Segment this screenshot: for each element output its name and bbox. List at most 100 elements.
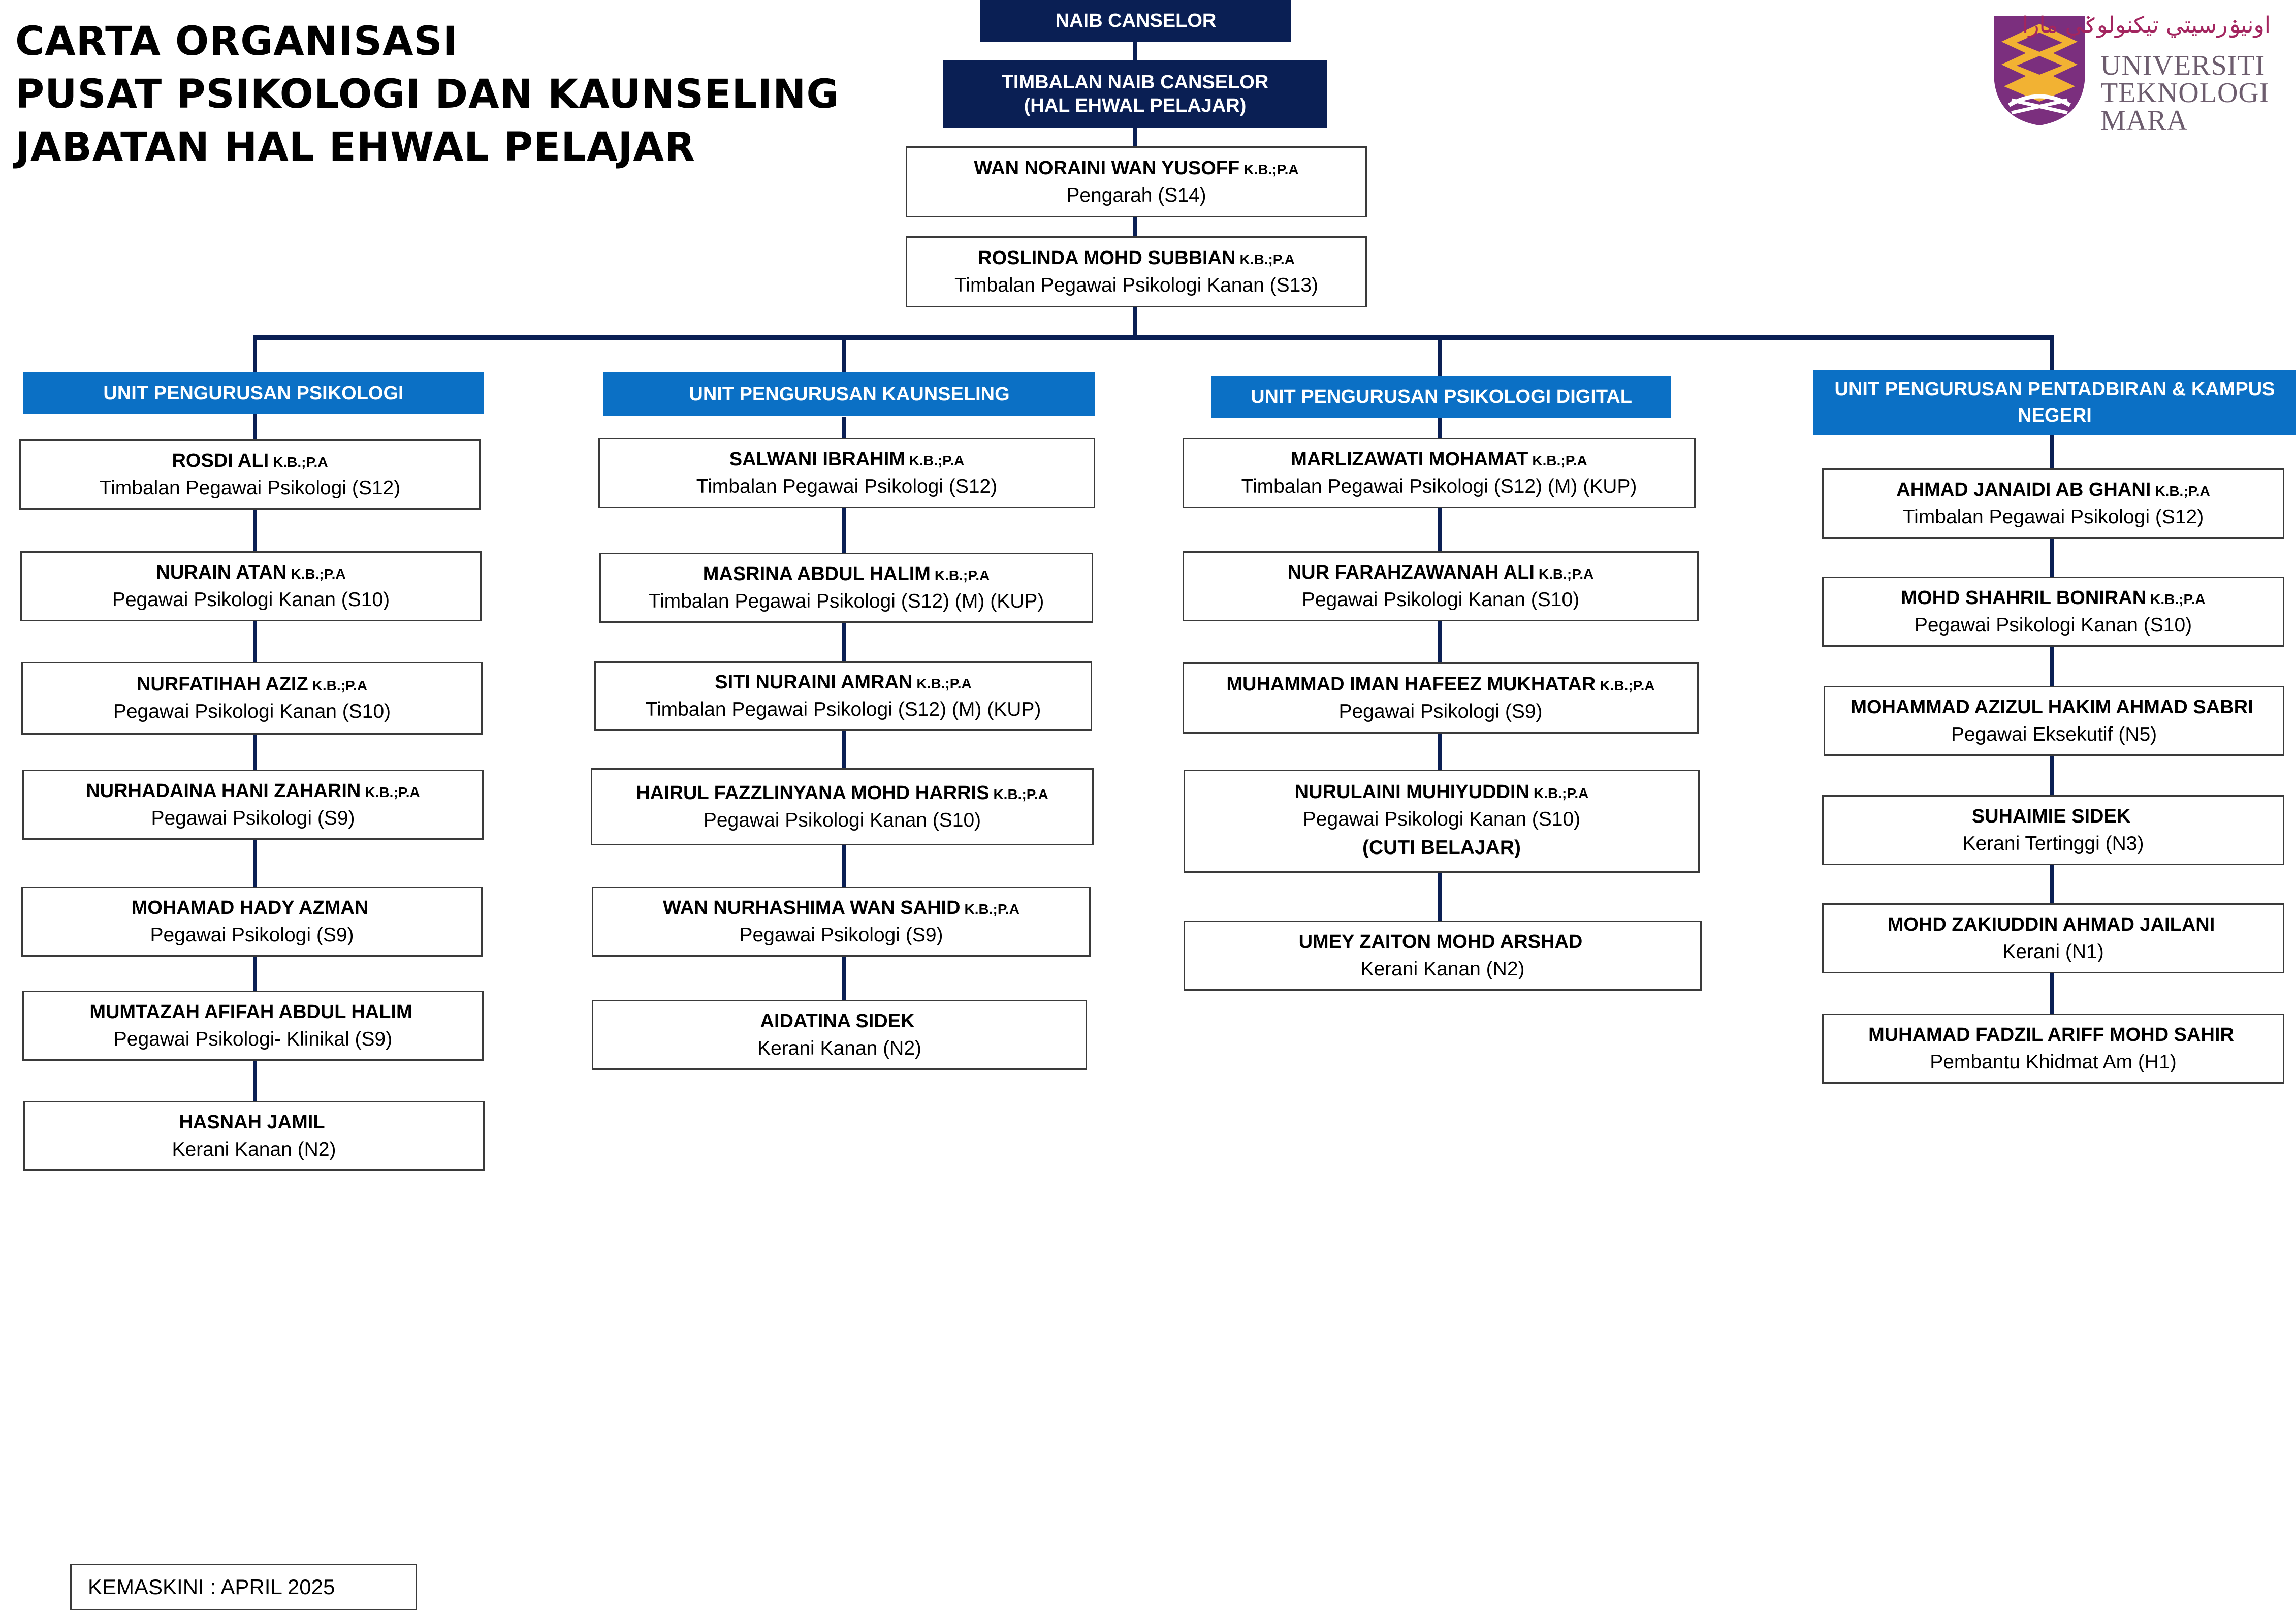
staff-post: Timbalan Pegawai Psikologi (S12) [99, 477, 401, 499]
staff-post: Kerani Kanan (N2) [172, 1138, 336, 1160]
staff-post: Kerani (N1) [2002, 940, 2104, 963]
staff-box: MUMTAZAH AFIFAH ABDUL HALIM Pegawai Psik… [22, 991, 484, 1061]
unit-title: UNIT PENGURUSAN PSIKOLOGI DIGITAL [1251, 386, 1632, 407]
title-line-2: PUSAT PSIKOLOGI DAN KAUNSELING [15, 72, 840, 117]
staff-box: MOHD ZAKIUDDIN AHMAD JAILANI Kerani (N1) [1822, 903, 2284, 973]
staff-tag: K.B.;P.A [291, 565, 346, 582]
staff-post: Kerani Tertinggi (N3) [1962, 832, 2144, 855]
staff-name: HAIRUL FAZZLINYANA MOHD HARRIS [636, 782, 990, 804]
staff-name: NUR FARAHZAWANAH ALI [1287, 561, 1535, 583]
staff-post: Pegawai Psikologi Kanan (S10) [1302, 808, 1581, 830]
staff-name: MOHD SHAHRIL BONIRAN [1901, 587, 2147, 609]
staff-post: Pegawai Psikologi (S9) [1338, 700, 1543, 722]
staff-post: Timbalan Pegawai Psikologi (S12) [1902, 505, 2204, 528]
title-line-3: JABATAN HAL EHWAL PELAJAR [15, 124, 695, 170]
staff-post: Pegawai Psikologi Kanan (S10) [112, 588, 390, 611]
staff-box: HASNAH JAMIL Kerani Kanan (N2) [23, 1101, 485, 1171]
staff-post: Pegawai Eksekutif (N5) [1951, 723, 2157, 745]
unit-header-pentadbiran: UNIT PENGURUSAN PENTADBIRAN & KAMPUS NEG… [1813, 370, 2296, 435]
staff-name: UMEY ZAITON MOHD ARSHAD [1298, 931, 1583, 953]
staff-post: Timbalan Pegawai Psikologi (S12) (M) (KU… [645, 698, 1041, 720]
staff-post: Pengarah (S14) [1066, 184, 1206, 206]
staff-box: MUHAMAD FADZIL ARIFF MOHD SAHIR Pembantu… [1822, 1014, 2284, 1084]
staff-box: UMEY ZAITON MOHD ARSHAD Kerani Kanan (N2… [1184, 921, 1702, 991]
last-updated-label: KEMASKINI : APRIL 2025 [88, 1575, 335, 1599]
naib-canselor-box: NAIB CANSELOR [980, 0, 1291, 42]
staff-name: NURFATIHAH AZIZ [136, 674, 308, 695]
unit-title: UNIT PENGURUSAN PSIKOLOGI [103, 383, 404, 404]
staff-post: Timbalan Pegawai Psikologi (S12) [696, 475, 998, 497]
uitm-logo: اونيۏرسيتي تيكنولوݢي مارا UNIVERSITI TEK… [1989, 11, 2278, 135]
staff-name: HASNAH JAMIL [179, 1111, 325, 1133]
connector-line [253, 335, 257, 373]
staff-name: MUMTAZAH AFIFAH ABDUL HALIM [89, 1001, 412, 1023]
staff-post: Pegawai Psikologi Kanan (S10) [703, 809, 981, 831]
staff-post: Timbalan Pegawai Psikologi Kanan (S13) [954, 274, 1319, 296]
logo-line-3: MARA [2100, 105, 2188, 136]
staff-tag: K.B.;P.A [312, 678, 368, 693]
staff-tag: K.B.;P.A [365, 784, 420, 800]
staff-tag: K.B.;P.A [934, 567, 990, 583]
staff-tag: K.B.;P.A [1600, 677, 1655, 693]
staff-name: NURULAINI MUHIYUDDIN [1294, 781, 1529, 803]
staff-name: NURAIN ATAN [156, 561, 287, 583]
staff-name: ROSDI ALI [172, 450, 269, 471]
chart-title: CARTA ORGANISASI PUSAT PSIKOLOGI DAN KAU… [15, 15, 839, 174]
timbalan-naib-canselor-line-2: (HAL EHWAL PELAJAR) [1024, 95, 1247, 116]
staff-tag: K.B.;P.A [1532, 452, 1587, 468]
unit-header-psikologi-digital: UNIT PENGURUSAN PSIKOLOGI DIGITAL [1211, 376, 1671, 418]
staff-post: Pegawai Psikologi (S9) [739, 924, 943, 946]
staff-post: Kerani Kanan (N2) [1360, 958, 1525, 980]
staff-box: MOHAMAD HADY AZMAN Pegawai Psikologi (S9… [21, 887, 483, 957]
staff-post: Pegawai Psikologi Kanan (S10) [113, 701, 391, 722]
staff-name: SITI NURAINI AMRAN [715, 671, 913, 693]
staff-name: WAN NURHASHIMA WAN SAHID [663, 897, 961, 919]
staff-name: MOHAMMAD AZIZUL HAKIM AHMAD SABRI [1851, 696, 2253, 718]
staff-name: MARLIZAWATI MOHAMAT [1291, 448, 1528, 470]
staff-name: MASRINA ABDUL HALIM [703, 563, 931, 585]
staff-post: Kerani Kanan (N2) [757, 1037, 921, 1059]
staff-tag: K.B.;P.A [1239, 251, 1295, 267]
staff-post: Pegawai Psikologi (S9) [151, 807, 355, 829]
unit-header-psikologi: UNIT PENGURUSAN PSIKOLOGI [23, 372, 484, 414]
unit-title-line-2: NEGERI [2018, 405, 2092, 426]
uitm-crest-icon [1994, 16, 2085, 125]
staff-note: (CUTI BELAJAR) [1362, 837, 1521, 859]
staff-tag: K.B.;P.A [273, 454, 328, 470]
connector-line [1438, 335, 1442, 376]
connector-line [253, 335, 2053, 340]
staff-tag: K.B.;P.A [2155, 483, 2210, 499]
staff-tag: K.B.;P.A [1243, 161, 1299, 177]
staff-tag: K.B.;P.A [916, 675, 972, 691]
connector-line [2050, 335, 2054, 371]
staff-name: MOHAMAD HADY AZMAN [131, 897, 369, 919]
naib-canselor-label: NAIB CANSELOR [1055, 10, 1217, 31]
logo-jawi-text: اونيۏرسيتي تيكنولوݢي مارا [2022, 12, 2271, 38]
staff-name: NURHADAINA HANI ZAHARIN [86, 780, 361, 802]
staff-box: NURFATIHAH AZIZ K.B.;P.A Pegawai Psikolog… [21, 662, 483, 735]
staff-post: Pegawai Psikologi Kanan (S10) [1301, 588, 1580, 611]
staff-name: SALWANI IBRAHIM [729, 448, 905, 470]
unit-title: UNIT PENGURUSAN KAUNSELING [689, 383, 1010, 405]
timbalan-naib-canselor-line-1: TIMBALAN NAIB CANSELOR [1001, 72, 1269, 93]
staff-tag: K.B.;P.A [909, 452, 965, 468]
staff-name: WAN NORAINI WAN YUSOFF [974, 157, 1240, 179]
staff-box: MOHAMMAD AZIZUL HAKIM AHMAD SABRI Pegawa… [1824, 686, 2284, 756]
staff-name: MUHAMAD FADZIL ARIFF MOHD SAHIR [1868, 1024, 2234, 1046]
staff-post: Timbalan Pegawai Psikologi (S12) (M) (KU… [648, 590, 1044, 612]
logo-wordmark: UNIVERSITI TEKNOLOGI MARA [2100, 51, 2269, 136]
